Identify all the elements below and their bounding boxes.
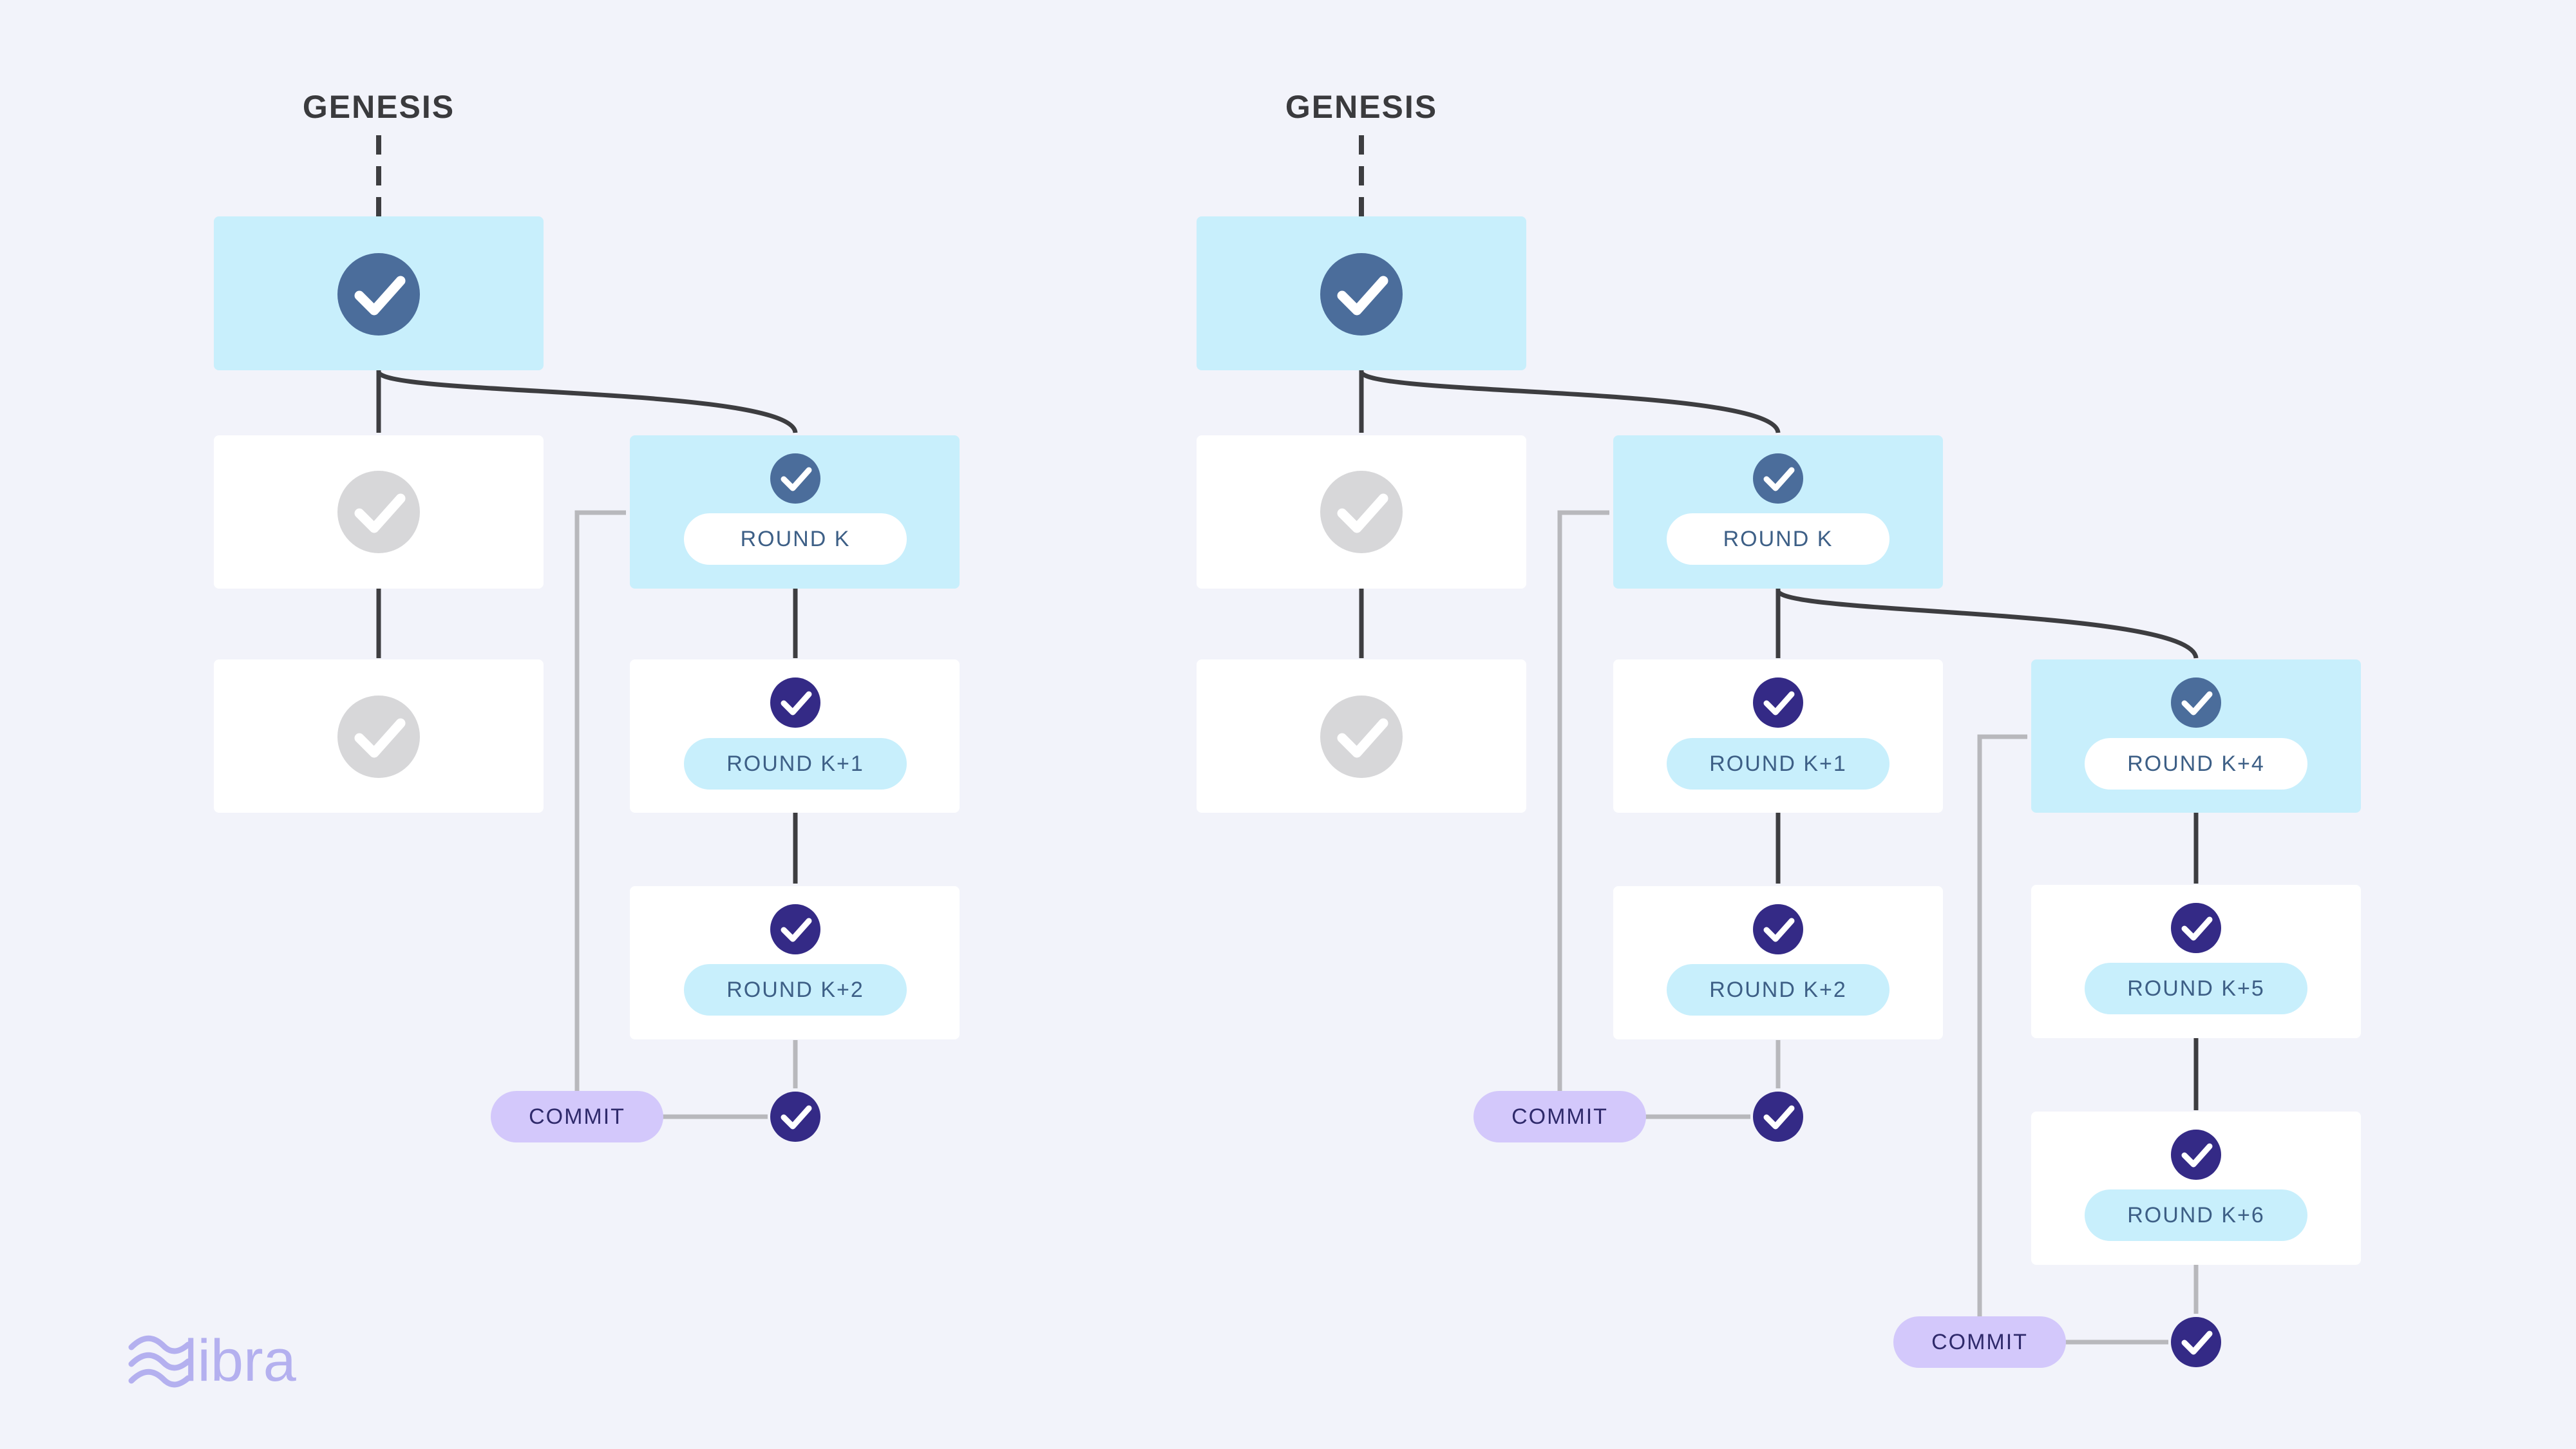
round-pill — [2085, 963, 2307, 1014]
check-icon — [770, 1092, 820, 1142]
commit-label-left: COMMIT — [529, 1104, 625, 1129]
check-icon — [1753, 904, 1803, 954]
round-pill — [1667, 513, 1889, 565]
edge-fork — [1359, 370, 1781, 434]
round-pill — [684, 513, 907, 565]
check-icon — [1753, 1092, 1803, 1142]
round-pill — [2085, 738, 2307, 790]
edge-fork — [1776, 589, 2199, 659]
round-pill — [2085, 1189, 2307, 1241]
round-k6-label: ROUND K+6 — [2127, 1203, 2265, 1227]
commit-label-right-2: COMMIT — [1931, 1330, 2028, 1354]
round-k1-label-right: ROUND K+1 — [1709, 752, 1847, 776]
check-icon — [1320, 471, 1403, 553]
check-icon — [337, 471, 420, 553]
commit-pill-left[interactable] — [491, 1091, 663, 1142]
commit-pill-right-1[interactable] — [1473, 1091, 1646, 1142]
commit-arrow-right-2 — [1977, 734, 2028, 1316]
commit-pill-right-2[interactable] — [1893, 1316, 2066, 1368]
commit-arrow-right-1 — [1557, 510, 1610, 1091]
round-k1-label-left: ROUND K+1 — [726, 752, 864, 776]
left-diagram: GENESIS — [214, 89, 960, 1142]
libra-logo: libra — [128, 1328, 297, 1394]
round-pill — [1667, 964, 1889, 1016]
check-icon — [337, 253, 420, 336]
check-icon — [2171, 1317, 2221, 1367]
commit-arrow-left — [574, 510, 627, 1091]
round-k-label-left: ROUND K — [741, 527, 851, 551]
check-icon — [337, 696, 420, 778]
waves-icon — [128, 1335, 191, 1388]
right-diagram: GENESIS — [1197, 89, 2361, 1368]
genesis-label-left: GENESIS — [303, 89, 455, 125]
check-icon — [2171, 903, 2221, 953]
round-pill — [684, 964, 907, 1016]
round-k5-label: ROUND K+5 — [2127, 976, 2265, 1001]
check-icon — [2171, 677, 2221, 728]
round-pill — [1667, 738, 1889, 790]
check-icon — [2171, 1130, 2221, 1180]
check-icon — [770, 904, 820, 954]
check-icon — [1320, 696, 1403, 778]
round-pill — [684, 738, 907, 790]
genesis-label-right: GENESIS — [1285, 89, 1437, 125]
check-icon — [1753, 453, 1803, 504]
check-icon — [770, 453, 820, 504]
commit-label-right-1: COMMIT — [1511, 1104, 1608, 1129]
round-k-label-right: ROUND K — [1723, 527, 1833, 551]
check-icon — [1753, 677, 1803, 728]
check-icon — [1320, 253, 1403, 336]
logo-text: libra — [184, 1328, 297, 1394]
check-icon — [770, 677, 820, 728]
round-k2-label-right: ROUND K+2 — [1709, 978, 1847, 1002]
round-k4-label: ROUND K+4 — [2127, 752, 2265, 776]
round-k2-label-left: ROUND K+2 — [726, 978, 864, 1002]
edge-fork — [376, 370, 798, 434]
